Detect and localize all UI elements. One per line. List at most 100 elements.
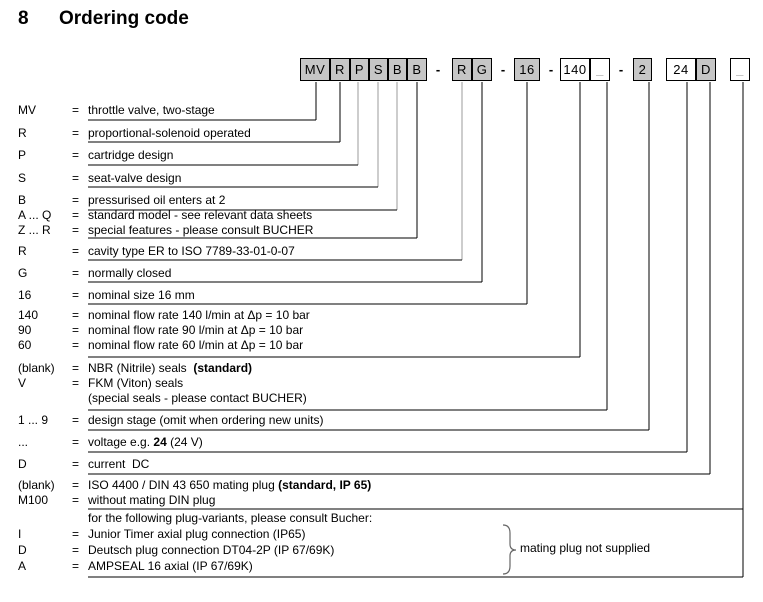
row-code: G [18,266,28,280]
row-description: standard model - see relevant data sheet… [88,209,312,222]
row-code: D [18,543,27,557]
brace-note: mating plug not supplied [520,541,651,555]
row-code: 60 [18,338,32,352]
row-code: 140 [18,308,39,322]
section-title-text: Ordering code [59,8,189,29]
equals-sign: = [72,478,80,492]
code-box-16: 16 [514,58,540,81]
row-description: special features - please consult BUCHER [88,224,313,237]
equals-sign: = [72,361,80,375]
row-code: P [18,148,27,162]
code-box-P: P [350,58,369,81]
row-description: without mating DIN plug [88,494,215,507]
row-code: B [18,193,27,207]
code-box-R: R [330,58,350,81]
row-description: for the following plug-variants, please … [88,512,372,525]
row-code: I [18,527,22,541]
description-segment: design stage (omit when ordering new uni… [88,413,324,427]
row-code: S [18,171,27,185]
equals-sign: = [72,338,80,352]
description-segment: throttle valve, two-stage [88,103,215,117]
row-description: seat-valve design [88,172,181,185]
row-description: FKM (Viton) seals [88,377,183,390]
equals-sign: = [72,323,80,337]
row-description: NBR (Nitrile) seals (standard) [88,362,252,375]
description-segment: normally closed [88,266,172,280]
equals-sign: = [72,266,80,280]
description-segment: NBR (Nitrile) seals [88,361,194,375]
description-segment: FKM (Viton) seals [88,376,184,390]
equals-sign: = [72,457,80,471]
row-code: R [18,244,27,258]
row-description: proportional-solenoid operated [88,127,251,140]
description-segment: proportional-solenoid operated [88,126,251,140]
row-code: A [18,559,27,573]
row-code: (blank) [18,361,55,375]
description-segment: cavity type ER to ISO 7789-33-01-0-07 [88,244,295,258]
code-box-_: _ [590,58,610,81]
row-description: nominal flow rate 90 l/min at Δp = 10 ba… [88,324,303,337]
row-description: AMPSEAL 16 axial (IP 67/69K) [88,560,253,573]
description-segment: standard model - see relevant data sheet… [88,208,313,222]
equals-sign: = [72,308,80,322]
row-description: throttle valve, two-stage [88,104,215,117]
row-code: Z ... R [18,223,51,237]
description-bold-segment: 24 [153,435,167,449]
description-segment: special features - please consult BUCHER [88,223,314,237]
description-bold-segment: (standard) [193,361,253,375]
description-segment: Junior Timer axial plug connection (IP65… [88,527,306,541]
code-box-MV: MV [300,58,330,81]
description-segment: nominal flow rate 90 l/min at Δp = 10 ba… [88,323,304,337]
equals-sign: = [72,223,80,237]
code-box-2: 2 [633,58,652,81]
equals-sign: = [72,376,80,390]
description-segment: nominal flow rate 140 l/min at Δp = 10 b… [88,308,310,322]
row-description: cavity type ER to ISO 7789-33-01-0-07 [88,245,295,258]
row-code: (blank) [18,478,55,492]
description-segment: seat-valve design [88,171,182,185]
code-box-_: _ [730,58,750,81]
row-code: V [18,376,27,390]
row-code: 90 [18,323,32,337]
description-segment: pressurised oil enters at 2 [88,193,226,207]
description-segment: ISO 4400 / DIN 43 650 mating plug [88,478,279,492]
equals-sign: = [72,208,80,222]
row-code: 16 [18,288,32,302]
description-segment: voltage e.g. [88,435,154,449]
row-description: pressurised oil enters at 2 [88,194,225,207]
code-box-G: G [472,58,492,81]
row-description: design stage (omit when ordering new uni… [88,414,323,427]
equals-sign: = [72,543,80,557]
row-code: D [18,457,27,471]
description-segment: Deutsch plug connection DT04-2P (IP 67/6… [88,543,335,557]
code-separator: - [435,62,441,77]
row-description: Deutsch plug connection DT04-2P (IP 67/6… [88,544,334,557]
row-code: MV [18,103,36,117]
row-description: voltage e.g. 24 (24 V) [88,436,203,449]
row-description: nominal flow rate 60 l/min at Δp = 10 ba… [88,339,303,352]
code-separator: - [500,62,506,77]
row-description: Junior Timer axial plug connection (IP65… [88,528,305,541]
equals-sign: = [72,244,80,258]
code-box-R: R [452,58,472,81]
equals-sign: = [72,288,80,302]
description-segment: current DC [88,457,150,471]
description-segment: without mating DIN plug [88,493,216,507]
equals-sign: = [72,126,80,140]
row-code: 1 ... 9 [18,413,49,427]
description-segment: cartridge design [88,148,174,162]
equals-sign: = [72,527,80,541]
description-segment: (special seals - please contact BUCHER) [88,391,307,405]
equals-sign: = [72,435,80,449]
code-box-24: 24 [666,58,696,81]
row-description: nominal size 16 mm [88,289,195,302]
row-description: ISO 4400 / DIN 43 650 mating plug (stand… [88,479,371,492]
code-separator: - [548,62,554,77]
description-segment: AMPSEAL 16 axial (IP 67/69K) [88,559,253,573]
equals-sign: = [72,559,80,573]
description-segment: (24 V) [166,435,203,449]
equals-sign: = [72,148,80,162]
code-box-S: S [369,58,388,81]
